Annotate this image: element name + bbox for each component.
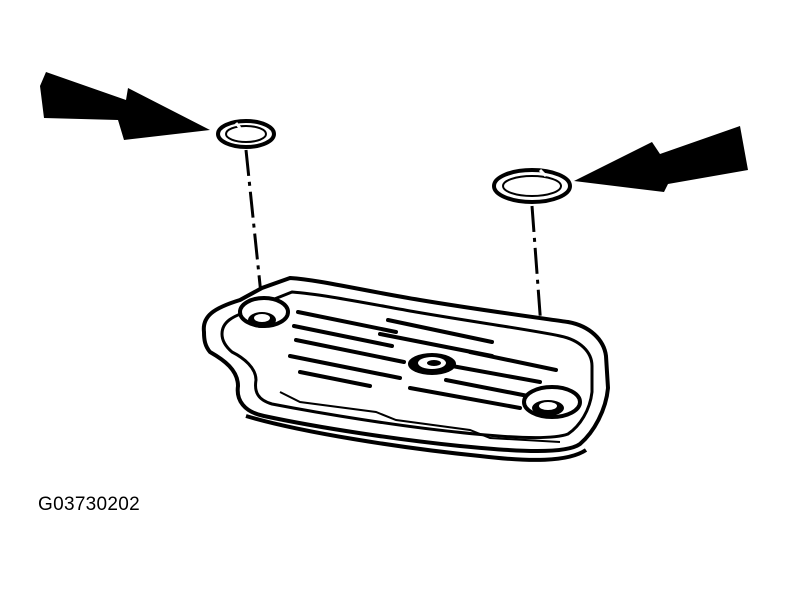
right-seal-ring <box>492 168 572 204</box>
figure-id-label: G03730202 <box>38 494 141 515</box>
transmission-filter <box>201 275 611 462</box>
alignment-line-right <box>530 205 548 395</box>
left-seal-ring <box>216 119 276 149</box>
left-arrow <box>40 72 210 140</box>
alignment-line-left <box>244 149 264 305</box>
right-arrow <box>574 126 748 192</box>
